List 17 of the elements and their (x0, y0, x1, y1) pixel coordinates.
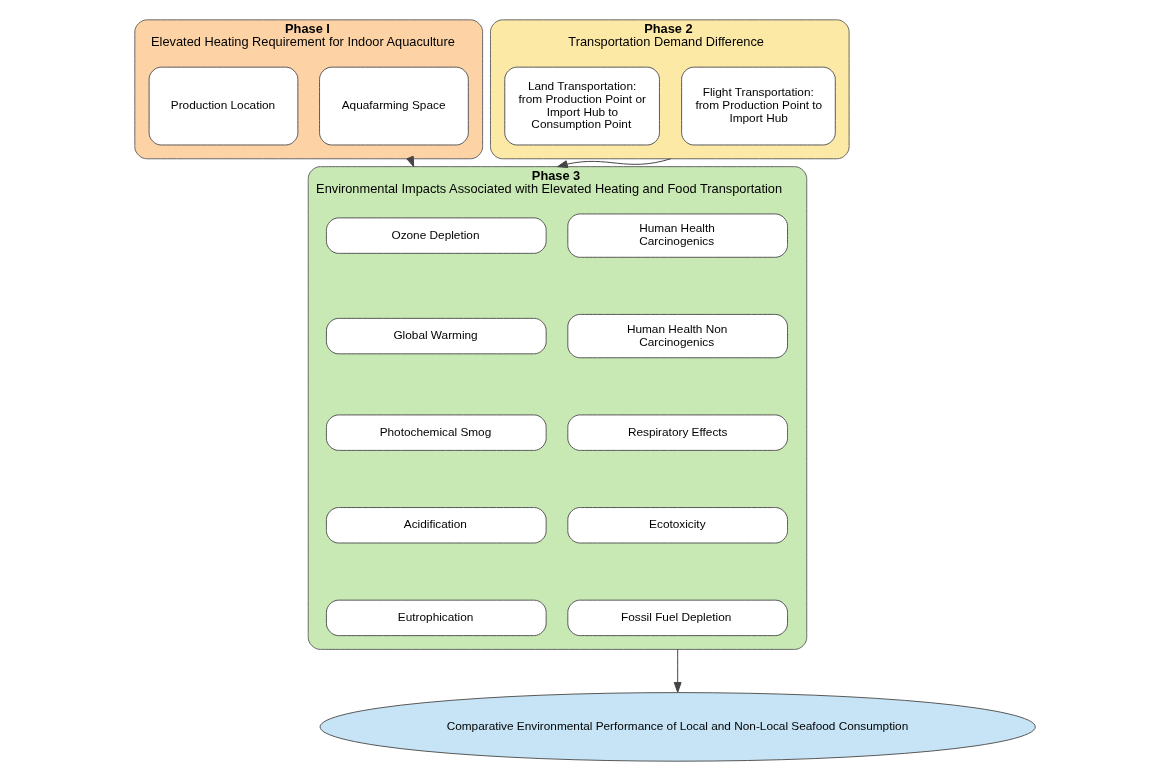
node-box: Human Health Carcinogenics (567, 213, 788, 258)
node-box: Fossil Fuel Depletion (567, 599, 788, 637)
node-box: Production Location (148, 66, 299, 146)
arrow (673, 648, 682, 693)
node-box: Flight Transportation: from Production Point to Import Hub (681, 66, 836, 146)
node-box: Global Warming (325, 317, 547, 355)
arrow (557, 158, 672, 168)
node-box: Acidification (325, 507, 547, 544)
node-box: Land Transportation: from Production Point or Import Hub to Consumption Point (504, 66, 660, 146)
node-box: Ecotoxicity (567, 507, 788, 544)
node-box: Eutrophication (325, 599, 547, 637)
node-box: Aquafarming Space (319, 66, 469, 146)
node-ellipse: Comparative Environmental Performance of Local and Non-Local Seafood Consumption (319, 692, 1036, 762)
node-box: Ozone Depletion (325, 217, 547, 254)
node-box: Respiratory Effects (567, 414, 788, 451)
node-box: Photochemical Smog (325, 414, 547, 451)
node-box: Human Health Non Carcinogenics (567, 313, 788, 359)
